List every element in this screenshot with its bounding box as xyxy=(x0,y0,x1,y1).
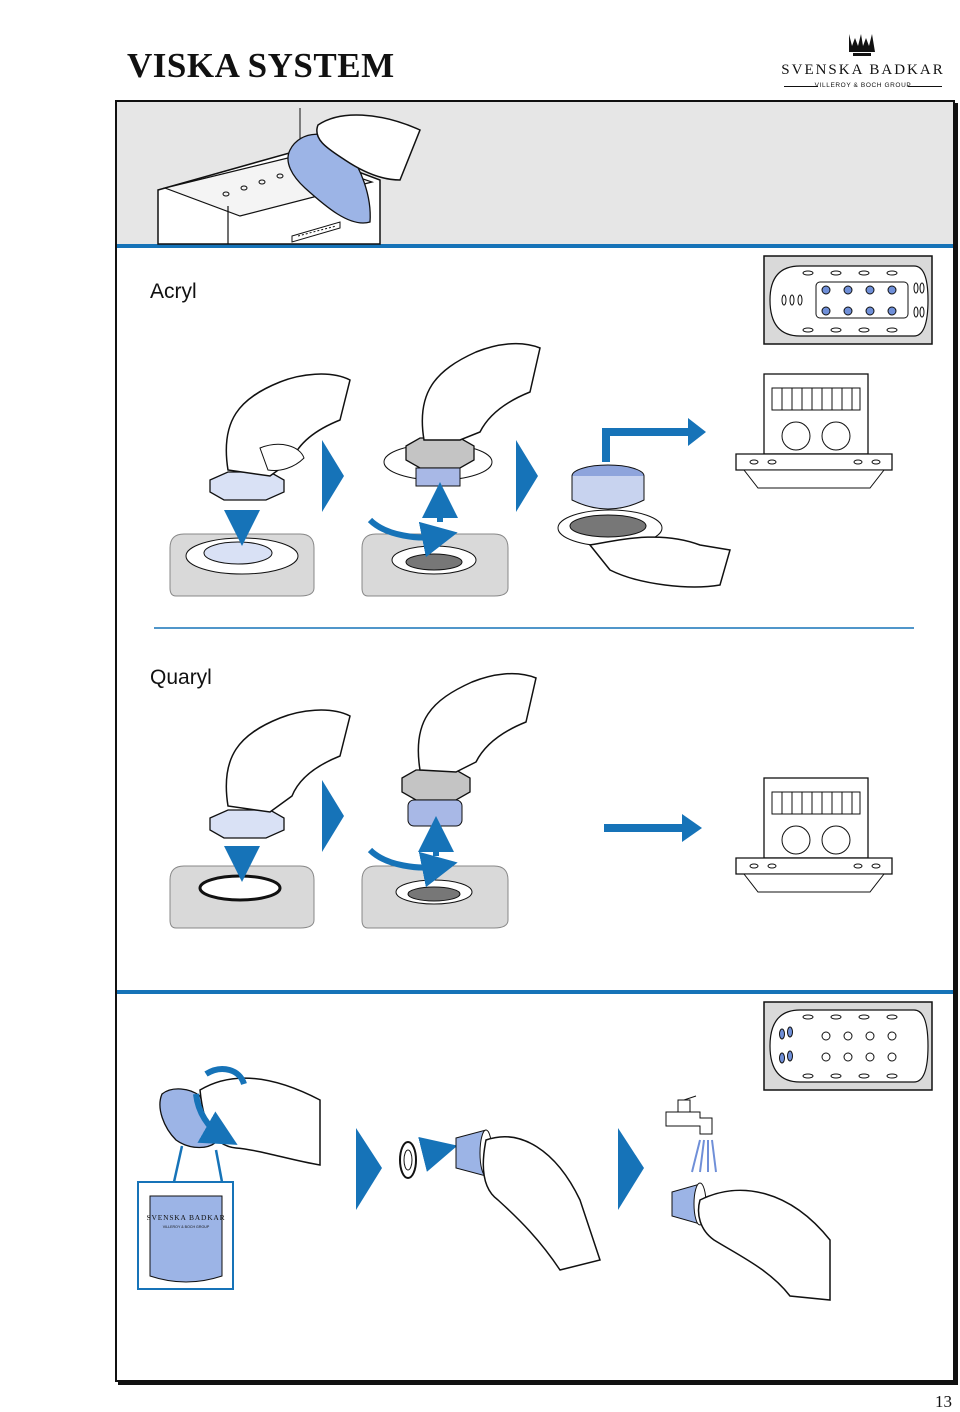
dishwasher-icon xyxy=(735,373,893,489)
next-step-arrow xyxy=(356,1128,382,1210)
acryl-label: Acryl xyxy=(150,280,197,303)
divider xyxy=(117,244,953,248)
quaryl-label: Quaryl xyxy=(150,666,212,689)
acryl-step-2 xyxy=(361,342,541,597)
quaryl-step-1 xyxy=(169,709,351,929)
page-title: VISKA SYSTEM xyxy=(127,46,395,85)
page-number: 13 xyxy=(935,1392,952,1411)
to-dishwasher-arrow xyxy=(604,814,702,842)
rinse-step xyxy=(665,1095,831,1301)
tub-diagram-acryl xyxy=(763,255,933,345)
quaryl-step-2 xyxy=(361,672,537,929)
bag-brand-sublabel: VILLEROY & BOCH GROUP xyxy=(163,1225,210,1229)
instruction-frame xyxy=(115,100,955,1382)
divider xyxy=(784,86,818,87)
nozzle-removal-step xyxy=(399,1129,601,1271)
brand-name: SVENSKA BADKAR xyxy=(781,62,945,78)
brand-logo: SVENSKA BADKAR VILLEROY & BOCH GROUP xyxy=(778,32,948,96)
next-step-arrow xyxy=(618,1128,644,1210)
divider xyxy=(908,86,942,87)
crown-icon xyxy=(849,34,875,56)
next-step-arrow xyxy=(516,440,538,512)
dishwasher-icon xyxy=(735,777,893,893)
next-step-arrow xyxy=(322,780,344,852)
brand-subtitle: VILLEROY & BOCH GROUP xyxy=(814,82,912,89)
acryl-step-1 xyxy=(169,373,351,597)
cleaning-panel xyxy=(117,102,953,248)
tub-diagram-airpool xyxy=(763,1001,933,1091)
bag-brand-label: SVENSKA BADKAR xyxy=(147,1213,226,1222)
acryl-step-3 xyxy=(557,418,731,588)
divider xyxy=(117,990,953,994)
cleaner-step: SVENSKA BADKAR VILLEROY & BOCH GROUP xyxy=(137,1066,321,1290)
next-step-arrow xyxy=(322,440,344,512)
